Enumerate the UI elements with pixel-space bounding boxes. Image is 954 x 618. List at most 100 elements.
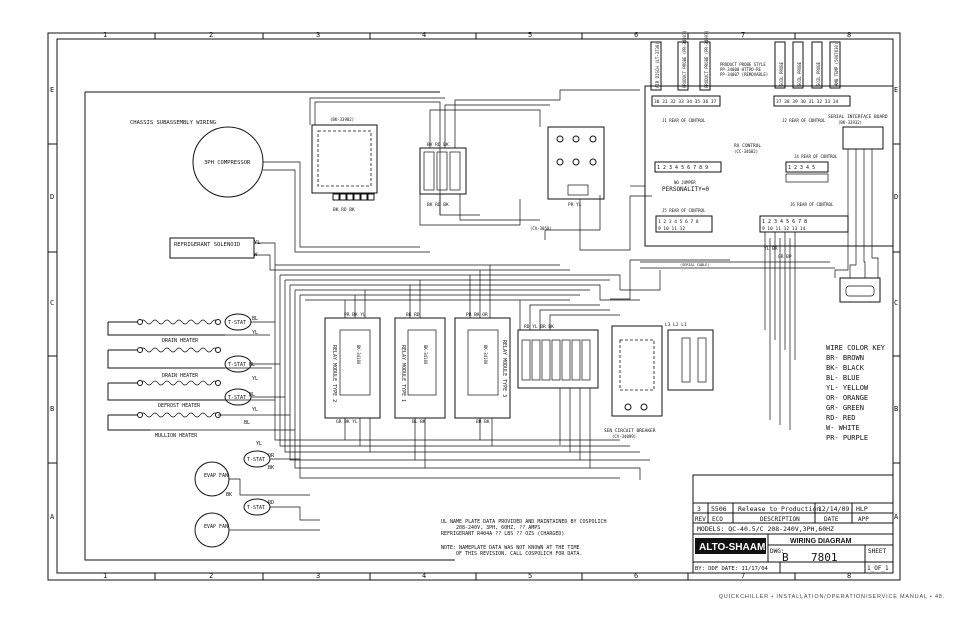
chassis-frame — [84, 91, 455, 561]
grid-col-4-bottom: 4 — [422, 572, 426, 580]
svg-text:BL: BL — [249, 392, 255, 398]
j6-pins-a: 1 2 3 4 5 6 7 8 — [762, 219, 807, 225]
tstat-group: T-STAT T-STAT T-STAT T-STAT T-STAT — [224, 313, 271, 516]
svg-text:BK RD: BK RD — [406, 312, 420, 318]
soil-probe-1: SOIL PROBE — [779, 61, 784, 86]
grid-col-6-bottom: 6 — [634, 572, 638, 580]
hdr-date: DATE — [824, 516, 839, 523]
j3-no-jumper: NO JUMPER — [674, 180, 696, 185]
svg-text:BK: BK — [268, 465, 274, 471]
soil-probe-3: SOIL PROBE — [816, 61, 821, 86]
svg-text:OR: OR — [268, 453, 275, 459]
drawing-title: WIRING DIAGRAM — [790, 538, 852, 545]
switch-part: (CV-3050) — [530, 226, 552, 231]
j5-pins-b: 9 10 11 12 — [658, 226, 685, 232]
serial-interface-board: SERIAL INTERFACE BOARD (BK-33932) — [828, 114, 888, 303]
probe-product-2: PRODUCT PROBE (PR-34007) — [704, 30, 709, 88]
hdr-rev: REV — [695, 516, 706, 523]
title-block: 3 5506 Release to Production 12/14/09 HL… — [692, 474, 894, 574]
relay-module-3-label: RELAY MODULE TYPE 3 — [501, 340, 507, 397]
grid-row-a-right: A — [894, 513, 899, 521]
switch-block: (CV-3050) PR YL — [530, 126, 605, 231]
personality-label: PERSONALITY=0 — [662, 186, 709, 193]
breaker-part: (CV-34099) — [612, 434, 636, 439]
grid-col-7-bottom: 7 — [741, 572, 745, 580]
terminal-block: RD YL BR BK — [517, 324, 599, 389]
connector-j3: 1 2 3 4 5 6 7 8 9 NO JUMPER PERSONALITY=… — [654, 161, 722, 193]
relay-module-2-label: RELAY MODULE TYPE 2 — [331, 345, 337, 402]
tstat-2: T-STAT — [228, 362, 246, 368]
svg-text:YL: YL — [252, 330, 258, 336]
grid-col-3-bottom: 3 — [316, 572, 320, 580]
grid-col-2: 2 — [209, 31, 213, 39]
note-line-3: REFRIGERANT R404A ?? LBS ?? OZS (CHARGED… — [441, 531, 564, 537]
probe-style-note-1: PP-34000 HTTPD-RE — [720, 67, 762, 72]
grid-col-4: 4 — [422, 31, 426, 39]
color-key-title: WIRE COLOR KEY — [826, 344, 886, 352]
grid-row-c-right: C — [894, 299, 898, 307]
svg-text:RD: RD — [268, 500, 274, 506]
soil-probe-2: SOIL PROBE — [797, 61, 802, 86]
tstat-4: T-STAT — [247, 457, 265, 463]
amb-temp-probe: AMB TEMP (5007630) — [834, 43, 839, 86]
j2-label: J2 REAR OF CONTROL — [782, 118, 826, 123]
note-line-2: 208-240V, 3PH, 60HZ, ?? AMPS — [456, 525, 540, 531]
svg-text:BL: BL — [244, 420, 250, 426]
grid-col-5: 5 — [528, 31, 532, 39]
relay-module-3: RELAY MODULE TYPE 3 BK-34180 PR BK OR BR… — [454, 312, 511, 425]
svg-text:YL: YL — [252, 407, 258, 413]
circuit-breaker: SEN CIRCUIT BREAKER (CV-34099) — [604, 325, 663, 439]
svg-text:BK-34180: BK-34180 — [483, 345, 488, 365]
serial-board-label: SERIAL INTERFACE BOARD — [828, 114, 888, 120]
soil-probe-tags: SOIL PROBE SOIL PROBE SOIL PROBE AMB TEM… — [774, 41, 841, 89]
color-key-bl: BL- BLUE — [826, 374, 860, 382]
serial-cable-label-1: (SERIAL CABLE) — [680, 263, 710, 267]
color-key-bk: BK- BLACK — [826, 364, 865, 372]
grid-col-2-bottom: 2 — [209, 572, 213, 580]
sheet-label: SHEET — [868, 548, 886, 555]
terminal-l-strip: L3 L2 L1 — [665, 322, 714, 391]
mullion-heater-label: MULLION HEATER — [155, 433, 198, 439]
j5-pins-a: 1 2 3 4 5 6 7 8 — [658, 219, 699, 225]
grid-col-1-bottom: 1 — [103, 572, 107, 580]
evap-fan-1 — [194, 461, 230, 497]
j2-pins: 37 38 39 30 31 32 33 34 — [776, 99, 839, 105]
hdr-eco: ECO — [712, 516, 723, 523]
svg-text:BK-34180: BK-34180 — [423, 345, 428, 365]
svg-text:BR BK: BR BK — [476, 419, 490, 425]
svg-text:BL: BL — [249, 362, 255, 368]
svg-text:BK-34180: BK-34180 — [356, 345, 361, 365]
evap-fan-1-label: EVAP FAN — [204, 473, 228, 479]
grid-row-e: E — [50, 86, 54, 94]
svg-text:YL: YL — [256, 441, 262, 447]
eco-number: 5506 — [711, 505, 727, 513]
chassis-label: CHASSIS SUBASSEMBLY WIRING — [130, 120, 216, 126]
page-footer: QUICKCHILLER • INSTALLATION/OPERATION/SE… — [718, 594, 945, 600]
solenoid-label: REFRIGERANT SOLENOID — [174, 242, 240, 248]
probe-air-disch: AIR DISCH (LT-3738) — [655, 42, 660, 88]
drawn-by: BY: DDF DATE: 11/17/04 — [695, 566, 769, 572]
rx-control-label: RX CONTROL — [734, 143, 761, 149]
svg-text:BL BK: BL BK — [412, 419, 426, 425]
drain-heater-2: DRAIN HEATER — [107, 347, 225, 379]
grid-col-6: 6 — [634, 31, 638, 39]
nameplate-notes: UL NAME PLATE DATA PROVIDED AND MAINTAIN… — [441, 519, 607, 557]
j1-pins: 30 31 32 33 34 35 36 37 — [654, 99, 717, 105]
j6-pins-b: 9 10 11 12 13 14 — [762, 226, 806, 232]
solenoid-box — [169, 237, 255, 259]
j4-label: J4 REAR OF CONTROL — [794, 154, 838, 159]
dwg-label: DWG: — [770, 548, 784, 555]
mullion-heater: MULLION HEATER — [107, 412, 221, 439]
svg-text:BK: BK — [226, 492, 232, 498]
svg-text:YL: YL — [252, 376, 258, 382]
drain-heater-1: DRAIN HEATER — [107, 319, 225, 344]
hdr-desc: DESCRIPTION — [760, 516, 800, 523]
rx-control-part: (CC-34682) — [734, 149, 758, 154]
rev-approver: HLP — [856, 505, 868, 513]
connector-j2: 37 38 39 30 31 32 33 34 J2 REAR OF CONTR… — [773, 95, 851, 123]
fuse-block-bottom: BK RD BK — [427, 202, 449, 208]
outer-border — [47, 32, 901, 581]
fuse-block: BK RD BK BK RD BK — [419, 142, 467, 208]
svg-text:GR BK YL: GR BK YL — [336, 419, 358, 425]
